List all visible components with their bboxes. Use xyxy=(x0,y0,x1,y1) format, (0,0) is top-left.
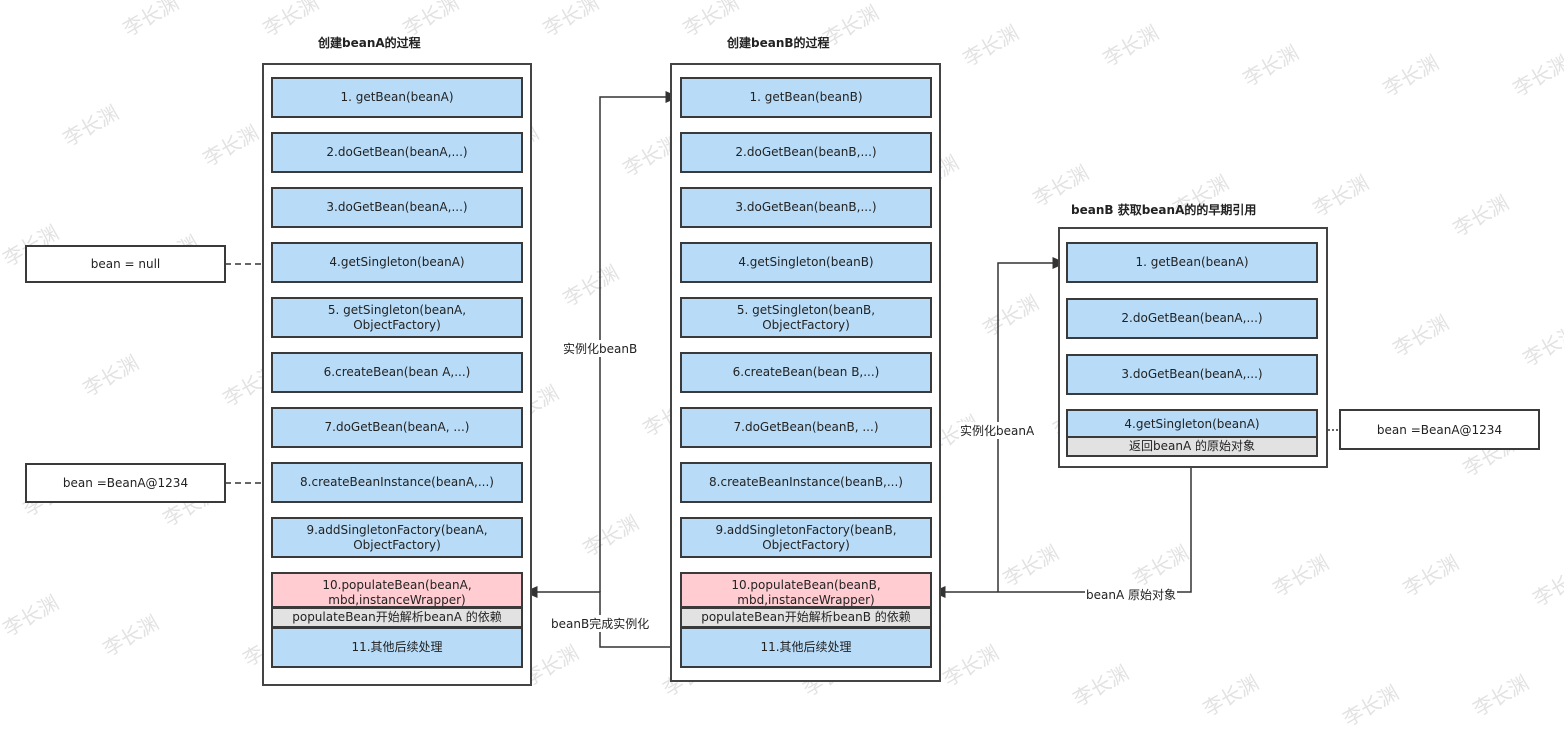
beanb-step-3: 3.doGetBean(beanB,...) xyxy=(680,187,932,228)
arrow-a-raw xyxy=(932,456,1192,598)
early-step-5: 返回beanA 的原始对象 xyxy=(1066,436,1318,457)
beanb-step-4: 4.getSingleton(beanB) xyxy=(680,242,932,283)
early-step-1: 1. getBean(beanA) xyxy=(1066,242,1318,283)
beanb-step-2: 2.doGetBean(beanB,...) xyxy=(680,132,932,173)
arrow-instantiate-b xyxy=(599,91,679,592)
beana-step-5: 5. getSingleton(beanA, ObjectFactory) xyxy=(271,297,523,338)
beana-step-4: 4.getSingleton(beanA) xyxy=(271,242,523,283)
beana-step-9: 9.addSingletonFactory(beanA, ObjectFacto… xyxy=(271,517,523,558)
beana-step-11: populateBean开始解析beanA 的依赖 xyxy=(271,607,523,628)
beanb-step-9: 9.addSingletonFactory(beanB, ObjectFacto… xyxy=(680,517,932,558)
beanb-step-10: 10.populateBean(beanB, mbd,instanceWrapp… xyxy=(680,572,932,608)
column-title-beanb: 创建beanB的过程 xyxy=(727,36,830,50)
beana-step-2: 2.doGetBean(beanA,...) xyxy=(271,132,523,173)
label-beana-raw: beanA 原始对象 xyxy=(1085,586,1177,603)
beana-step-3: 3.doGetBean(beanA,...) xyxy=(271,187,523,228)
early-step-3: 3.doGetBean(beanA,...) xyxy=(1066,354,1318,395)
beana-step-12: 11.其他后续处理 xyxy=(271,627,523,668)
beana-step-8: 8.createBeanInstance(beanA,...) xyxy=(271,462,523,503)
beana-step-7: 7.doGetBean(beanA, ...) xyxy=(271,407,523,448)
beanb-step-11: populateBean开始解析beanB 的依赖 xyxy=(680,607,932,628)
early-step-2: 2.doGetBean(beanA,...) xyxy=(1066,298,1318,339)
beana-step-6: 6.createBean(bean A,...) xyxy=(271,352,523,393)
column-title-early: beanB 获取beanA的的早期引用 xyxy=(1071,203,1257,217)
bean-instance-box: bean =BeanA@1234 xyxy=(25,463,226,503)
beanb-step-7: 7.doGetBean(beanB, ...) xyxy=(680,407,932,448)
bean-instance-box-early: bean =BeanA@1234 xyxy=(1339,409,1540,450)
column-title-beana: 创建beanA的过程 xyxy=(318,36,421,50)
beanb-step-1: 1. getBean(beanB) xyxy=(680,77,932,118)
bean-null-box: bean = null xyxy=(25,245,226,283)
beanb-step-6: 6.createBean(bean B,...) xyxy=(680,352,932,393)
label-instantiate-beana: 实例化beanA xyxy=(959,422,1036,439)
beana-step-1: 1. getBean(beanA) xyxy=(271,77,523,118)
label-instantiate-beanb: 实例化beanB xyxy=(562,340,639,357)
beana-step-10: 10.populateBean(beanA, mbd,instanceWrapp… xyxy=(271,572,523,608)
beanb-step-5: 5. getSingleton(beanB, ObjectFactory) xyxy=(680,297,932,338)
beanb-step-8: 8.createBeanInstance(beanB,...) xyxy=(680,462,932,503)
arrow-instantiate-a xyxy=(997,257,1066,592)
early-step-4: 4.getSingleton(beanA) xyxy=(1066,409,1318,439)
beanb-step-12: 11.其他后续处理 xyxy=(680,627,932,668)
label-beanb-done: beanB完成实例化 xyxy=(550,615,651,632)
